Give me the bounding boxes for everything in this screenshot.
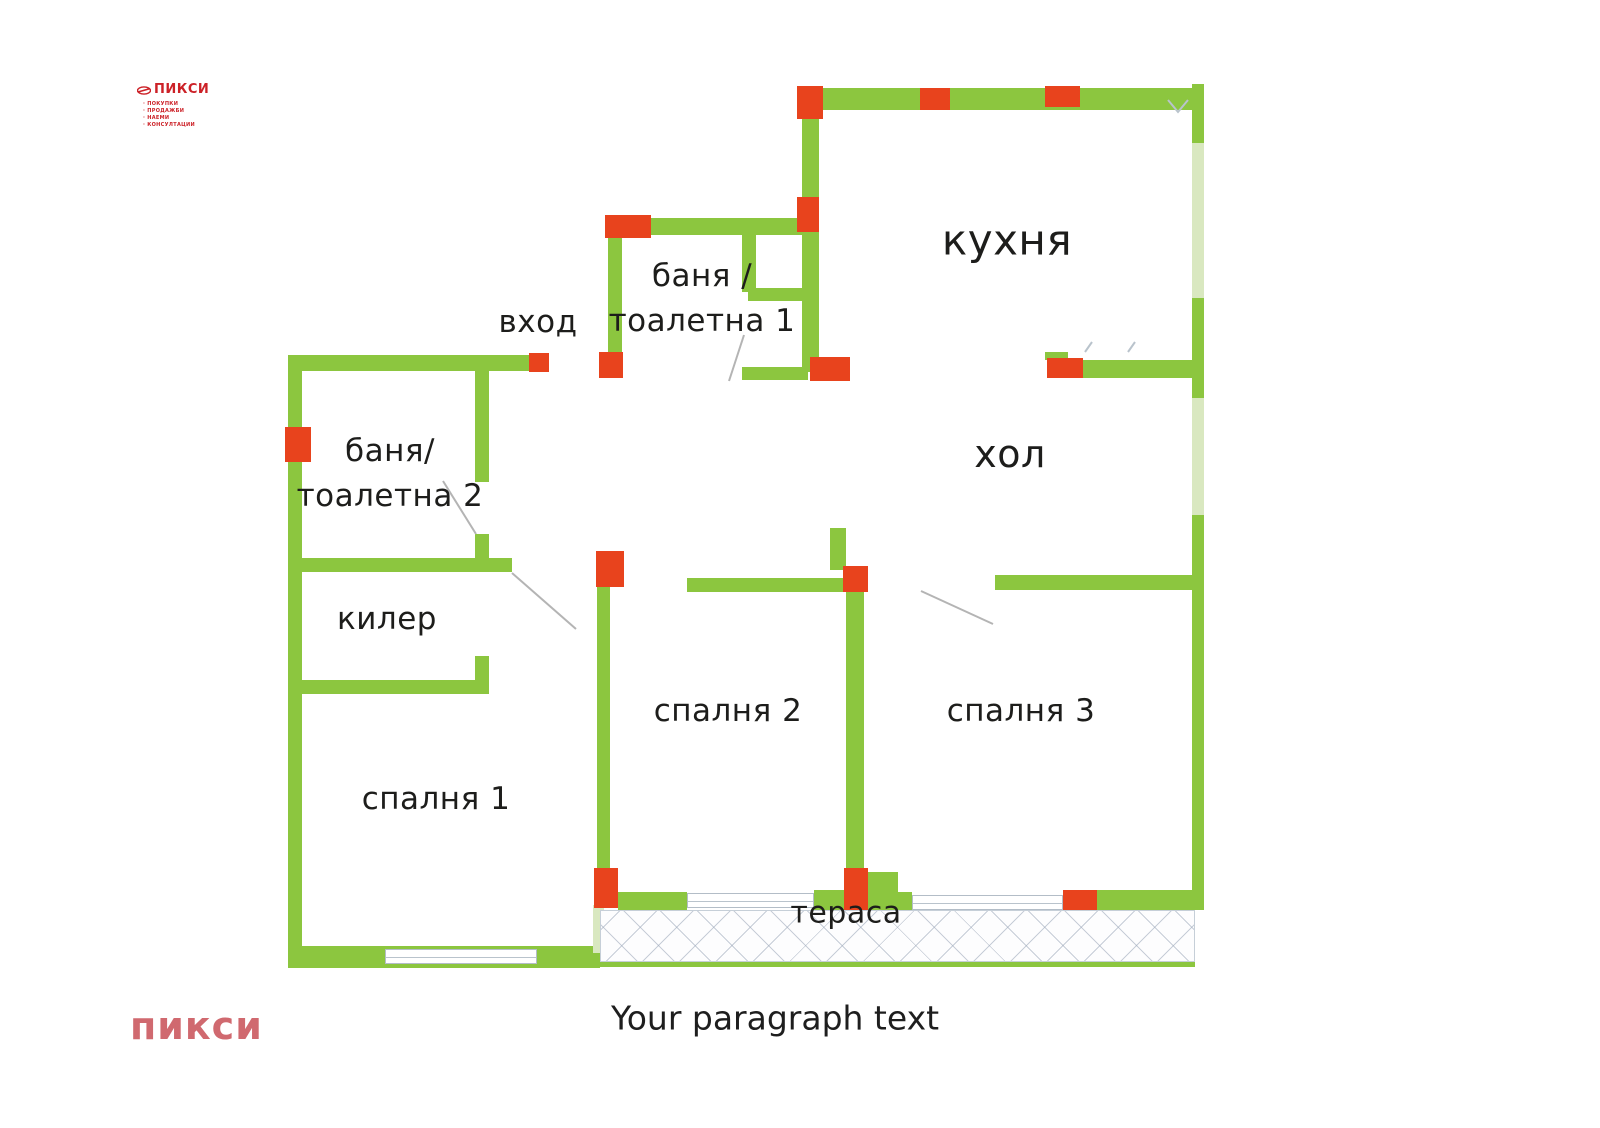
wall bbox=[475, 371, 489, 482]
wall bbox=[606, 218, 819, 235]
red-marker bbox=[596, 551, 624, 587]
red-marker bbox=[605, 215, 651, 238]
wall bbox=[748, 288, 819, 301]
room-label-entrance: вход bbox=[498, 304, 578, 340]
wall bbox=[1192, 84, 1204, 143]
wall bbox=[995, 575, 1193, 590]
wall bbox=[802, 110, 819, 372]
wall bbox=[868, 872, 898, 892]
door-swing-line bbox=[511, 572, 577, 630]
red-marker bbox=[797, 86, 823, 119]
logo-service-item: · КОНСУЛТАЦИИ bbox=[143, 122, 196, 128]
room-label-bath1: баня / тоалетна 1 bbox=[609, 254, 796, 344]
cabinet-tick-mark bbox=[1127, 341, 1136, 353]
wall bbox=[1192, 298, 1204, 398]
room-label-bath2: баня/ тоалетна 2 bbox=[297, 429, 484, 519]
logo-service-item: · ПОКУПКИ bbox=[143, 101, 179, 107]
room-label-bedroom3: спалня 3 bbox=[946, 693, 1096, 729]
wall bbox=[830, 528, 846, 570]
room-label-bath1-line2: тоалетна 1 bbox=[608, 303, 796, 339]
room-label-bedroom2: спалня 2 bbox=[653, 693, 803, 729]
wall bbox=[292, 680, 488, 694]
red-marker bbox=[1063, 890, 1097, 912]
room-label-hall: хол bbox=[974, 432, 1046, 476]
window bbox=[687, 893, 814, 908]
cabinet-tick-mark bbox=[1084, 341, 1093, 353]
red-marker bbox=[843, 566, 868, 592]
wall bbox=[597, 585, 610, 872]
room-label-bath2-line2: тоалетна 2 bbox=[296, 478, 484, 514]
room-label-terrace: тераса bbox=[790, 895, 902, 931]
logo-name: ПИКСИ bbox=[154, 82, 210, 97]
agency-logo: ПИКСИ · ПОКУПКИ · ПРОДАЖБИ · НАЕМИ · КОН… bbox=[136, 80, 210, 129]
wall bbox=[1097, 890, 1193, 910]
logo-service-item: · ПРОДАЖБИ bbox=[143, 108, 185, 114]
logo-swoosh-icon bbox=[136, 80, 152, 99]
wall bbox=[1192, 515, 1204, 910]
red-marker bbox=[594, 868, 618, 908]
logo-service-item: · НАЕМИ bbox=[143, 115, 170, 121]
red-marker bbox=[844, 868, 868, 912]
wall bbox=[475, 656, 489, 694]
wall bbox=[687, 578, 846, 592]
room-label-bath1-line1: баня / bbox=[651, 258, 753, 294]
wall bbox=[618, 892, 687, 912]
red-marker bbox=[920, 88, 950, 110]
red-marker bbox=[1045, 86, 1080, 107]
room-label-kitchen: кухня bbox=[941, 215, 1073, 265]
wall bbox=[742, 235, 756, 292]
room-label-bedroom1: спалня 1 bbox=[361, 781, 511, 817]
wall bbox=[868, 892, 912, 910]
red-marker bbox=[797, 197, 819, 232]
terrace-bottom-edge bbox=[600, 960, 1195, 967]
door-swing-line bbox=[920, 590, 994, 625]
terrace-edge bbox=[593, 905, 604, 953]
wall bbox=[742, 367, 808, 380]
brand-text: пикси bbox=[130, 1004, 263, 1048]
red-marker bbox=[810, 357, 850, 381]
window-band bbox=[1192, 143, 1204, 298]
terrace-area bbox=[600, 910, 1195, 962]
wall bbox=[846, 592, 864, 872]
red-marker bbox=[599, 352, 623, 378]
red-marker bbox=[529, 353, 549, 372]
wall bbox=[292, 558, 512, 572]
wall bbox=[608, 235, 622, 355]
window bbox=[385, 949, 537, 964]
red-marker bbox=[285, 427, 311, 462]
wall bbox=[820, 88, 1195, 110]
room-label-bath2-line1: баня/ bbox=[345, 433, 435, 469]
caption-text: Your paragraph text bbox=[610, 998, 940, 1038]
wall bbox=[1045, 352, 1068, 360]
room-label-pantry: килер bbox=[337, 601, 437, 637]
window bbox=[912, 895, 1063, 910]
wall bbox=[814, 890, 846, 910]
wall bbox=[288, 355, 302, 966]
red-marker bbox=[1047, 358, 1083, 378]
wall bbox=[1083, 360, 1192, 378]
wall bbox=[288, 355, 548, 371]
wall bbox=[475, 534, 489, 572]
window-band bbox=[1192, 398, 1204, 515]
logo-services: · ПОКУПКИ · ПРОДАЖБИ · НАЕМИ · КОНСУЛТАЦ… bbox=[137, 101, 209, 129]
